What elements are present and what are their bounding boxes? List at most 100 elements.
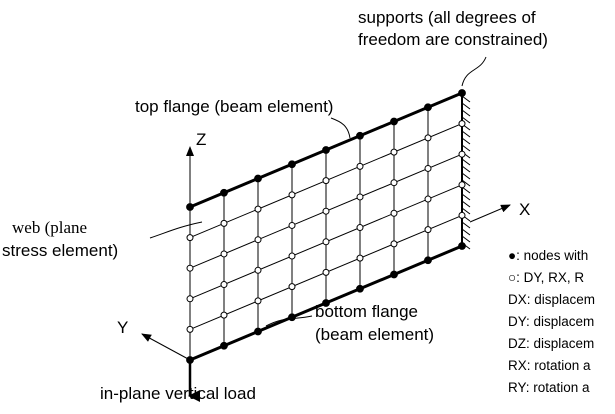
- supports-leader: [461, 56, 487, 87]
- web-node: [288, 221, 296, 229]
- mesh-nodes: [186, 89, 466, 364]
- web-node: [288, 283, 296, 291]
- web-node: [186, 295, 194, 303]
- support-hatch-line: [461, 228, 471, 236]
- support-hatch-line: [461, 235, 471, 243]
- web-node: [220, 281, 228, 289]
- flange-node: [356, 131, 364, 140]
- web-node: [458, 211, 466, 219]
- web-node: [186, 234, 194, 242]
- flange-node: [288, 313, 296, 322]
- web-node: [390, 179, 398, 187]
- legend-line-3: DX: displacem: [508, 292, 596, 307]
- supports-label-line1: supports (all degrees of: [358, 8, 536, 27]
- web-node: [220, 311, 228, 319]
- flange-node: [254, 327, 262, 336]
- flange-node: [424, 256, 432, 265]
- web-node: [424, 226, 432, 234]
- web-node: [288, 252, 296, 260]
- web-node: [220, 219, 228, 227]
- support-hatch-line: [461, 221, 471, 229]
- web-node: [322, 268, 330, 276]
- bottom-flange-label-line1: bottom flange: [315, 302, 419, 321]
- web-node: [186, 264, 194, 272]
- web-label-line1: web (plane: [12, 218, 88, 237]
- support-hatch-line: [461, 116, 471, 124]
- flange-node: [288, 160, 296, 169]
- web-node: [458, 181, 466, 189]
- leader-lines: [149, 56, 487, 327]
- support-hatch-line: [461, 200, 471, 208]
- web-node: [356, 224, 364, 232]
- flange-node: [424, 103, 432, 112]
- legend-line-4: DY: displacem: [508, 314, 595, 329]
- flange-node: [356, 284, 364, 293]
- legend-line-2: ○: DY, RX, R: [508, 270, 585, 285]
- support-hatch-line: [461, 95, 471, 103]
- z-axis-label: Z: [196, 130, 207, 149]
- support-hatch-line: [461, 102, 471, 110]
- support-hatch-line: [461, 158, 471, 166]
- load-label: in-plane vertical load: [100, 384, 256, 403]
- web-node: [254, 297, 262, 305]
- web-node: [390, 148, 398, 156]
- flange-node: [458, 89, 466, 97]
- web-node: [186, 325, 194, 333]
- flange-node: [220, 341, 228, 350]
- flange-node: [322, 146, 330, 154]
- web-node: [254, 236, 262, 244]
- web-node: [356, 254, 364, 262]
- support-hatch-line: [461, 165, 471, 173]
- flange-node: [322, 299, 330, 307]
- flange-node: [186, 203, 194, 211]
- legend-line-6: RX: rotation a: [508, 358, 591, 373]
- web-leader: [149, 221, 203, 239]
- support-hatch-line: [461, 144, 471, 152]
- flange-node: [458, 242, 466, 250]
- support-hatch-line: [461, 172, 471, 180]
- web-node: [390, 240, 398, 248]
- top-flange-leader: [330, 117, 351, 139]
- legend-line-1: ●: nodes with: [508, 248, 589, 263]
- support-hatch-line: [461, 193, 471, 201]
- web-node: [458, 150, 466, 158]
- web-node: [424, 134, 432, 142]
- web-node: [424, 195, 432, 203]
- support-hatch-line: [461, 137, 471, 145]
- y-axis-arrow: [141, 333, 191, 361]
- supports-label-line2: freedom are constrained): [358, 30, 548, 49]
- web-node: [322, 177, 330, 185]
- bottom-flange-label-line2: (beam element): [315, 325, 435, 344]
- flange-node: [186, 356, 194, 364]
- axes: [141, 146, 511, 402]
- support-hatch-line: [461, 130, 471, 138]
- support-hatch-line: [461, 207, 471, 215]
- top-flange-label: top flange (beam element): [135, 97, 334, 116]
- web-node: [254, 266, 262, 274]
- x-axis-arrow: [469, 204, 511, 223]
- flange-node: [220, 188, 228, 197]
- legend-line-7: RY: rotation a: [508, 380, 590, 395]
- web-node: [288, 191, 296, 199]
- web-label-line2: stress element): [2, 241, 119, 260]
- web-node: [356, 162, 364, 170]
- flange-node: [390, 117, 398, 126]
- web-node: [390, 209, 398, 217]
- web-node: [322, 207, 330, 215]
- web-node: [322, 238, 330, 246]
- support-hatch-line: [461, 109, 471, 117]
- support-hatch-line: [461, 179, 471, 187]
- web-node: [356, 193, 364, 201]
- y-axis-label: Y: [117, 318, 129, 337]
- web-node: [254, 205, 262, 213]
- web-node: [220, 250, 228, 258]
- web-node: [424, 164, 432, 172]
- flange-node: [254, 174, 262, 183]
- x-axis-label: X: [519, 200, 531, 219]
- flange-node: [390, 270, 398, 279]
- support-hatch: [461, 93, 471, 250]
- legend-line-5: DZ: displacem: [508, 336, 595, 351]
- web-node: [458, 120, 466, 128]
